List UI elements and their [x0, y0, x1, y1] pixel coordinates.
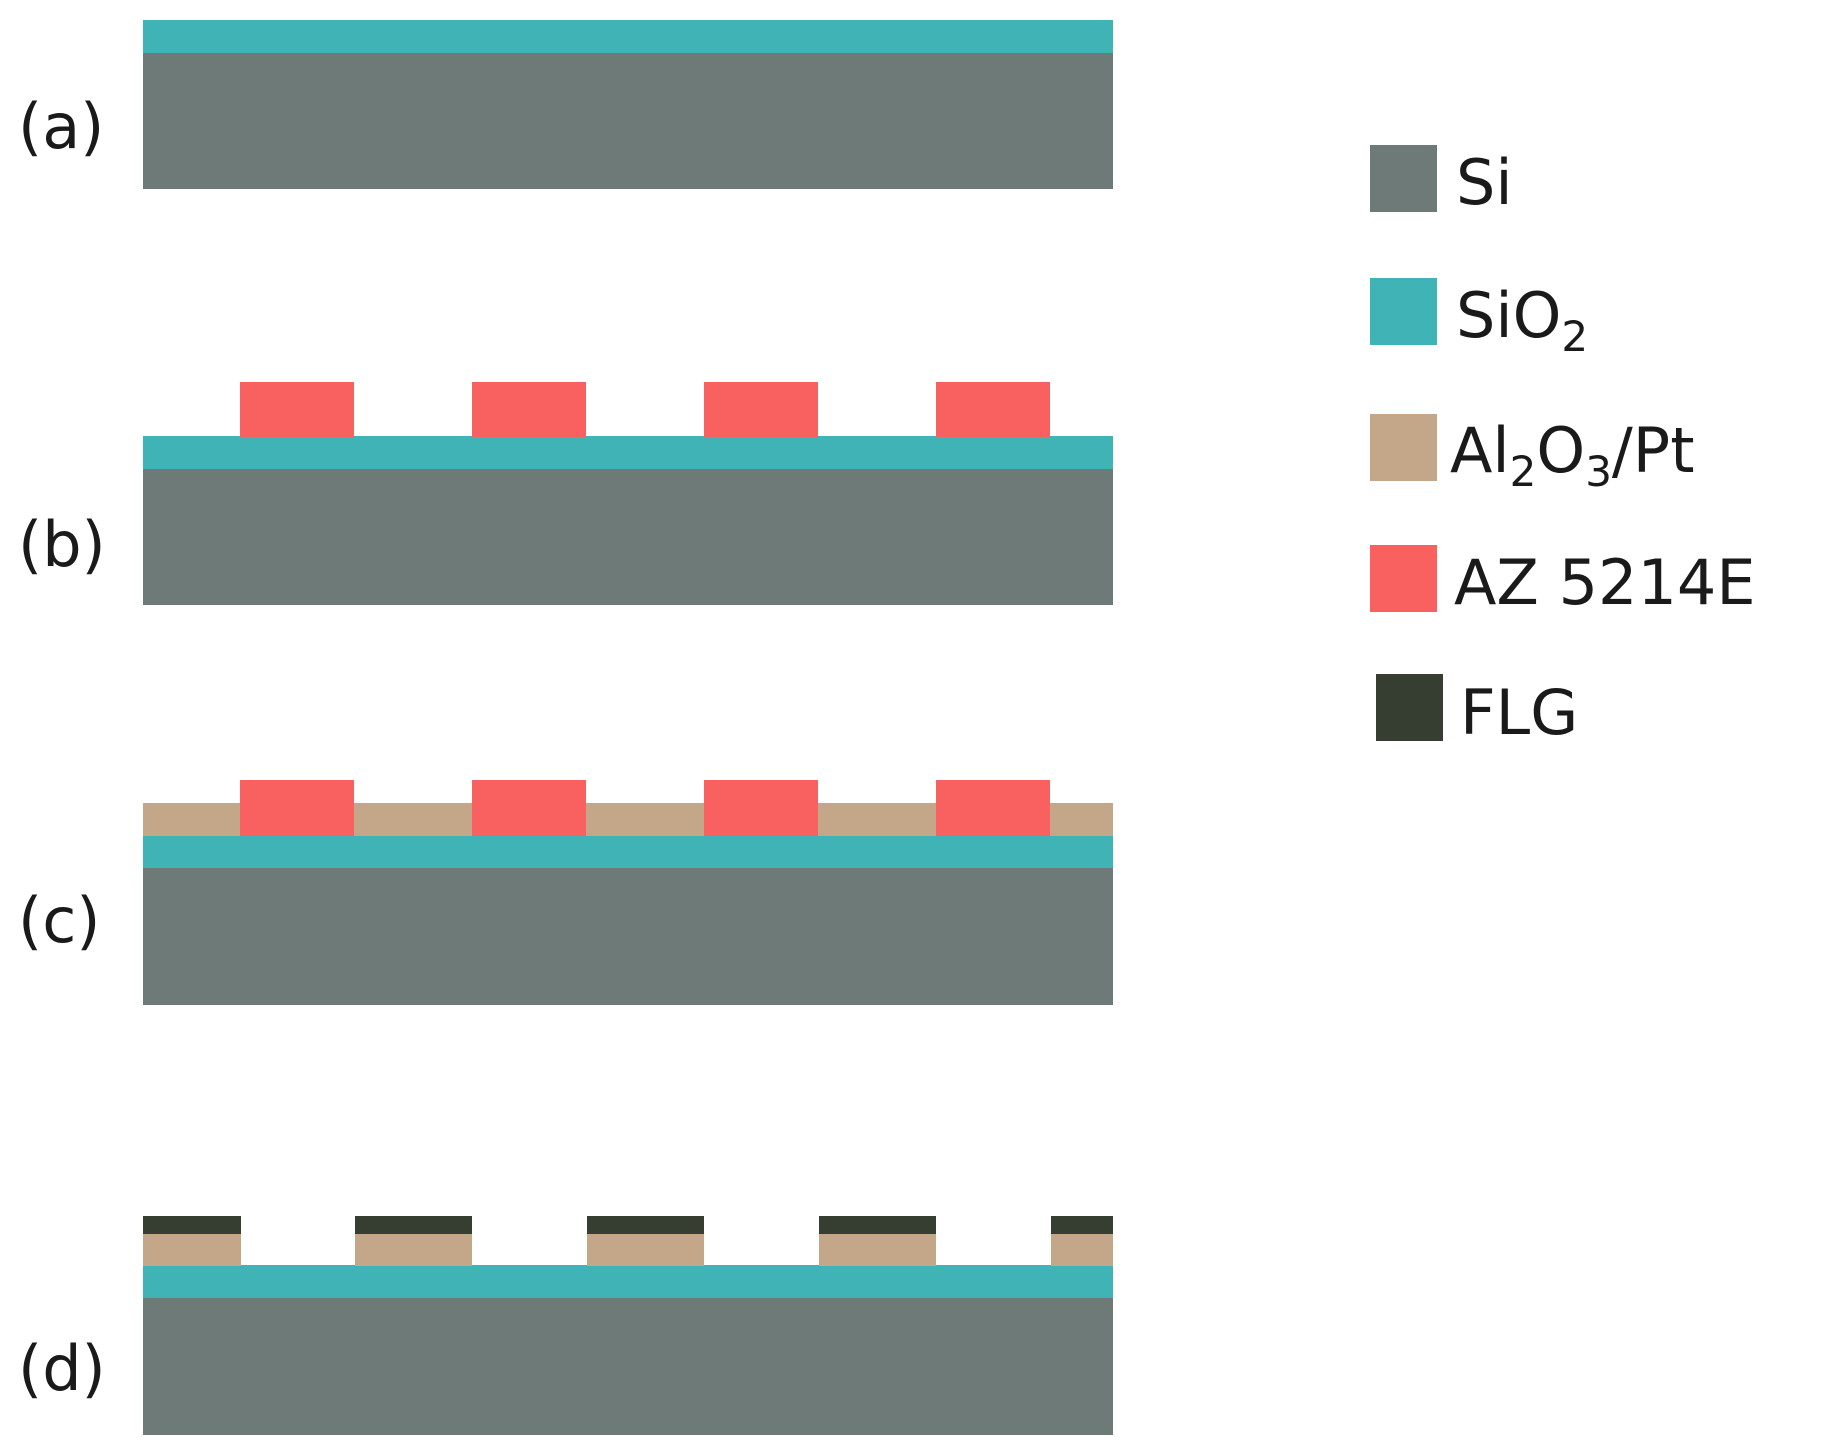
- legend-text: O: [1536, 414, 1585, 487]
- si-substrate: [143, 52, 1113, 189]
- legend-text: Al: [1450, 414, 1510, 487]
- legend-label: Si: [1456, 146, 1513, 219]
- legend-label: Al2O3/Pt: [1450, 414, 1695, 496]
- step-a: (a): [18, 20, 1113, 189]
- photoresist-block: [240, 382, 354, 437]
- photoresist-block: [472, 382, 586, 437]
- flg-strip: [1051, 1216, 1113, 1234]
- step-c: (c): [18, 780, 1113, 1005]
- legend-swatch: [1376, 674, 1443, 741]
- photoresist-block: [936, 382, 1050, 437]
- flg-strip: [587, 1216, 704, 1234]
- step-label-b: (b): [18, 508, 106, 581]
- sio2-layer: [143, 20, 1113, 53]
- legend-swatch: [1370, 545, 1437, 612]
- al2o3-pt-pad: [143, 1233, 241, 1266]
- legend-item-az-5214e: AZ 5214E: [1370, 545, 1756, 619]
- al2o3-pt-pad: [1051, 1233, 1113, 1266]
- flg-strip: [355, 1216, 472, 1234]
- si-substrate: [143, 867, 1113, 1005]
- photoresist-block: [704, 382, 818, 437]
- legend-subscript: 2: [1510, 447, 1537, 496]
- legend-text: /Pt: [1612, 414, 1695, 487]
- al2o3-pt-pad: [587, 1233, 704, 1266]
- legend-item-al2o3-pt: Al2O3/Pt: [1370, 414, 1695, 496]
- legend-swatch: [1370, 414, 1437, 481]
- step-d: (d): [18, 1216, 1113, 1435]
- legend-label: FLG: [1460, 676, 1578, 749]
- legend-label: SiO2: [1456, 279, 1588, 361]
- si-substrate: [143, 1297, 1113, 1435]
- photoresist-block: [472, 780, 586, 836]
- legend-item-flg: FLG: [1376, 674, 1578, 749]
- al2o3-pt-pad: [355, 1233, 472, 1266]
- photoresist-block: [936, 780, 1050, 836]
- legend: Si SiO2 Al2O3/Pt AZ 5214E FLG: [1370, 145, 1756, 749]
- legend-swatch: [1370, 278, 1437, 345]
- legend-subscript: 3: [1585, 447, 1612, 496]
- sio2-layer: [143, 436, 1113, 469]
- legend-item-sio2: SiO2: [1370, 278, 1588, 361]
- legend-swatch: [1370, 145, 1437, 212]
- step-b: (b): [18, 382, 1113, 605]
- step-label-a: (a): [18, 90, 104, 163]
- sio2-layer: [143, 1265, 1113, 1298]
- flg-strip: [143, 1216, 241, 1234]
- si-substrate: [143, 468, 1113, 605]
- flg-strip: [819, 1216, 936, 1234]
- legend-text: SiO: [1456, 279, 1561, 352]
- legend-item-si: Si: [1370, 145, 1513, 219]
- sio2-layer: [143, 835, 1113, 868]
- al2o3-pt-pad: [819, 1233, 936, 1266]
- legend-label: AZ 5214E: [1454, 546, 1756, 619]
- step-label-d: (d): [18, 1332, 106, 1405]
- step-label-c: (c): [18, 884, 100, 957]
- photoresist-block: [240, 780, 354, 836]
- photoresist-block: [704, 780, 818, 836]
- legend-subscript: 2: [1561, 312, 1588, 361]
